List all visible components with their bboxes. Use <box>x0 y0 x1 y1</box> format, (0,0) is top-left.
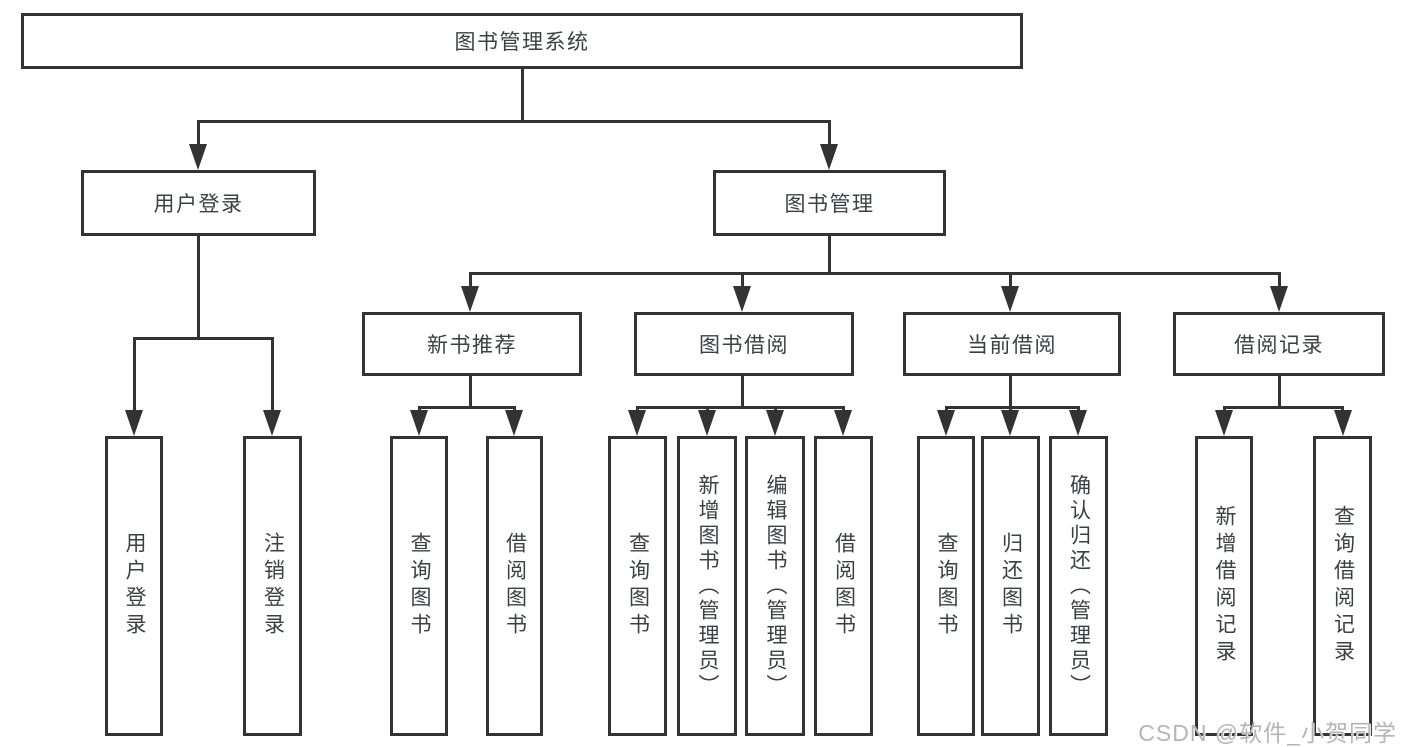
connector-book-management-hline <box>468 272 1281 275</box>
connector-user-login-hline <box>132 337 274 340</box>
arrow-leaf-logout-head <box>263 410 281 436</box>
connector-book-borrow-stub <box>740 376 744 409</box>
arrow-cb-return-head <box>1001 410 1019 436</box>
connector-current-borrow-hline <box>944 406 1080 409</box>
arrow-nb-query-head <box>410 410 428 436</box>
leaf-cb-return-books-label: 归还图书 <box>999 532 1023 640</box>
node-current-borrow-label: 当前借阅 <box>967 334 1057 357</box>
arrow-bb-edit-head <box>766 410 784 436</box>
arrow-current-borrow-stem <box>1008 272 1012 290</box>
connector-new-book-recommend-hline <box>417 406 516 409</box>
leaf-nb-borrow-books: 借阅图书 <box>486 436 543 736</box>
arrow-nb-borrow-head <box>505 410 523 436</box>
watermark: CSDN @软件_小贺同学 <box>1138 720 1397 746</box>
arrow-leaf-user-login-head <box>125 410 143 436</box>
arrow-cb-query-head <box>937 410 955 436</box>
arrow-book-borrow-head <box>733 286 751 312</box>
leaf-br-add-record-label: 新增借阅记录 <box>1213 505 1236 667</box>
leaf-bb-query-books-label: 查询图书 <box>626 532 650 640</box>
leaf-nb-borrow-books-label: 借阅图书 <box>503 532 527 640</box>
node-borrow-records: 借阅记录 <box>1173 312 1385 376</box>
node-new-book-recommend-label: 新书推荐 <box>427 334 517 357</box>
arrow-book-management-head <box>820 144 838 170</box>
leaf-bb-add-books-admin-label: 新增图书（管理员） <box>696 473 719 699</box>
leaf-br-add-record: 新增借阅记录 <box>1195 436 1253 736</box>
node-book-management-label: 图书管理 <box>784 193 875 216</box>
node-root-label: 图书管理系统 <box>454 31 590 54</box>
arrow-new-book-recommend-stem <box>468 272 472 290</box>
leaf-user-login-label: 用户登录 <box>123 532 146 640</box>
leaf-cb-return-books: 归还图书 <box>981 436 1040 736</box>
arrow-cb-confirm-head <box>1069 410 1087 436</box>
leaf-bb-add-books-admin: 新增图书（管理员） <box>677 436 737 736</box>
arrow-new-book-recommend-head <box>461 286 479 312</box>
connector-book-borrow-hline <box>635 406 845 409</box>
connector-user-login-stub <box>196 236 200 340</box>
node-root: 图书管理系统 <box>21 13 1023 69</box>
connector-root-hline <box>196 120 831 123</box>
arrow-user-login-stem <box>196 120 200 148</box>
node-current-borrow: 当前借阅 <box>903 312 1121 376</box>
arrow-bb-borrow-head <box>834 410 852 436</box>
leaf-cb-confirm-return-admin-label: 确认归还（管理员） <box>1067 473 1091 699</box>
arrow-borrow-records-head <box>1270 286 1288 312</box>
arrow-br-add-head <box>1215 410 1233 436</box>
node-book-management: 图书管理 <box>713 170 946 236</box>
arrow-current-borrow-head <box>1001 286 1019 312</box>
connector-borrow-records-stub <box>1277 376 1281 409</box>
arrow-book-borrow-stem <box>740 272 744 290</box>
leaf-nb-query-books: 查询图书 <box>390 436 448 736</box>
node-new-book-recommend: 新书推荐 <box>362 312 582 376</box>
leaf-bb-query-books: 查询图书 <box>608 436 667 736</box>
node-user-login: 用户登录 <box>81 170 316 236</box>
arrow-leaf-user-login-stem <box>132 337 136 414</box>
arrow-leaf-logout-stem <box>270 337 274 414</box>
connector-new-book-recommend-stub <box>468 376 472 409</box>
arrow-bb-add-head <box>698 410 716 436</box>
leaf-br-query-record-label: 查询借阅记录 <box>1331 505 1355 667</box>
arrow-borrow-records-stem <box>1277 272 1281 290</box>
node-book-borrow-label: 图书借阅 <box>699 334 789 357</box>
leaf-logout-label: 注销登录 <box>261 532 285 640</box>
leaf-cb-query-books-label: 查询图书 <box>935 532 958 640</box>
node-book-borrow: 图书借阅 <box>634 312 854 376</box>
leaf-bb-borrow-books-label: 借阅图书 <box>832 532 856 640</box>
arrow-user-login-head <box>189 144 207 170</box>
connector-current-borrow-stub <box>1008 376 1012 409</box>
arrow-book-management-stem <box>827 120 831 148</box>
leaf-cb-confirm-return-admin: 确认归还（管理员） <box>1049 436 1108 736</box>
leaf-br-query-record: 查询借阅记录 <box>1313 436 1372 736</box>
node-borrow-records-label: 借阅记录 <box>1234 334 1324 357</box>
arrow-br-query-head <box>1333 410 1352 436</box>
arrow-bb-query-head <box>628 410 646 436</box>
connector-book-management-stub <box>827 236 831 275</box>
connector-root-stub <box>520 69 524 123</box>
leaf-bb-edit-books-admin: 编辑图书（管理员） <box>745 436 805 736</box>
leaf-user-login: 用户登录 <box>105 436 163 736</box>
leaf-nb-query-books-label: 查询图书 <box>408 532 431 640</box>
leaf-bb-edit-books-admin-label: 编辑图书（管理员） <box>764 473 787 699</box>
connector-borrow-records-hline <box>1222 406 1344 409</box>
leaf-cb-query-books: 查询图书 <box>917 436 975 736</box>
leaf-bb-borrow-books: 借阅图书 <box>814 436 873 736</box>
node-user-login-label: 用户登录 <box>153 193 244 216</box>
leaf-logout: 注销登录 <box>243 436 302 736</box>
